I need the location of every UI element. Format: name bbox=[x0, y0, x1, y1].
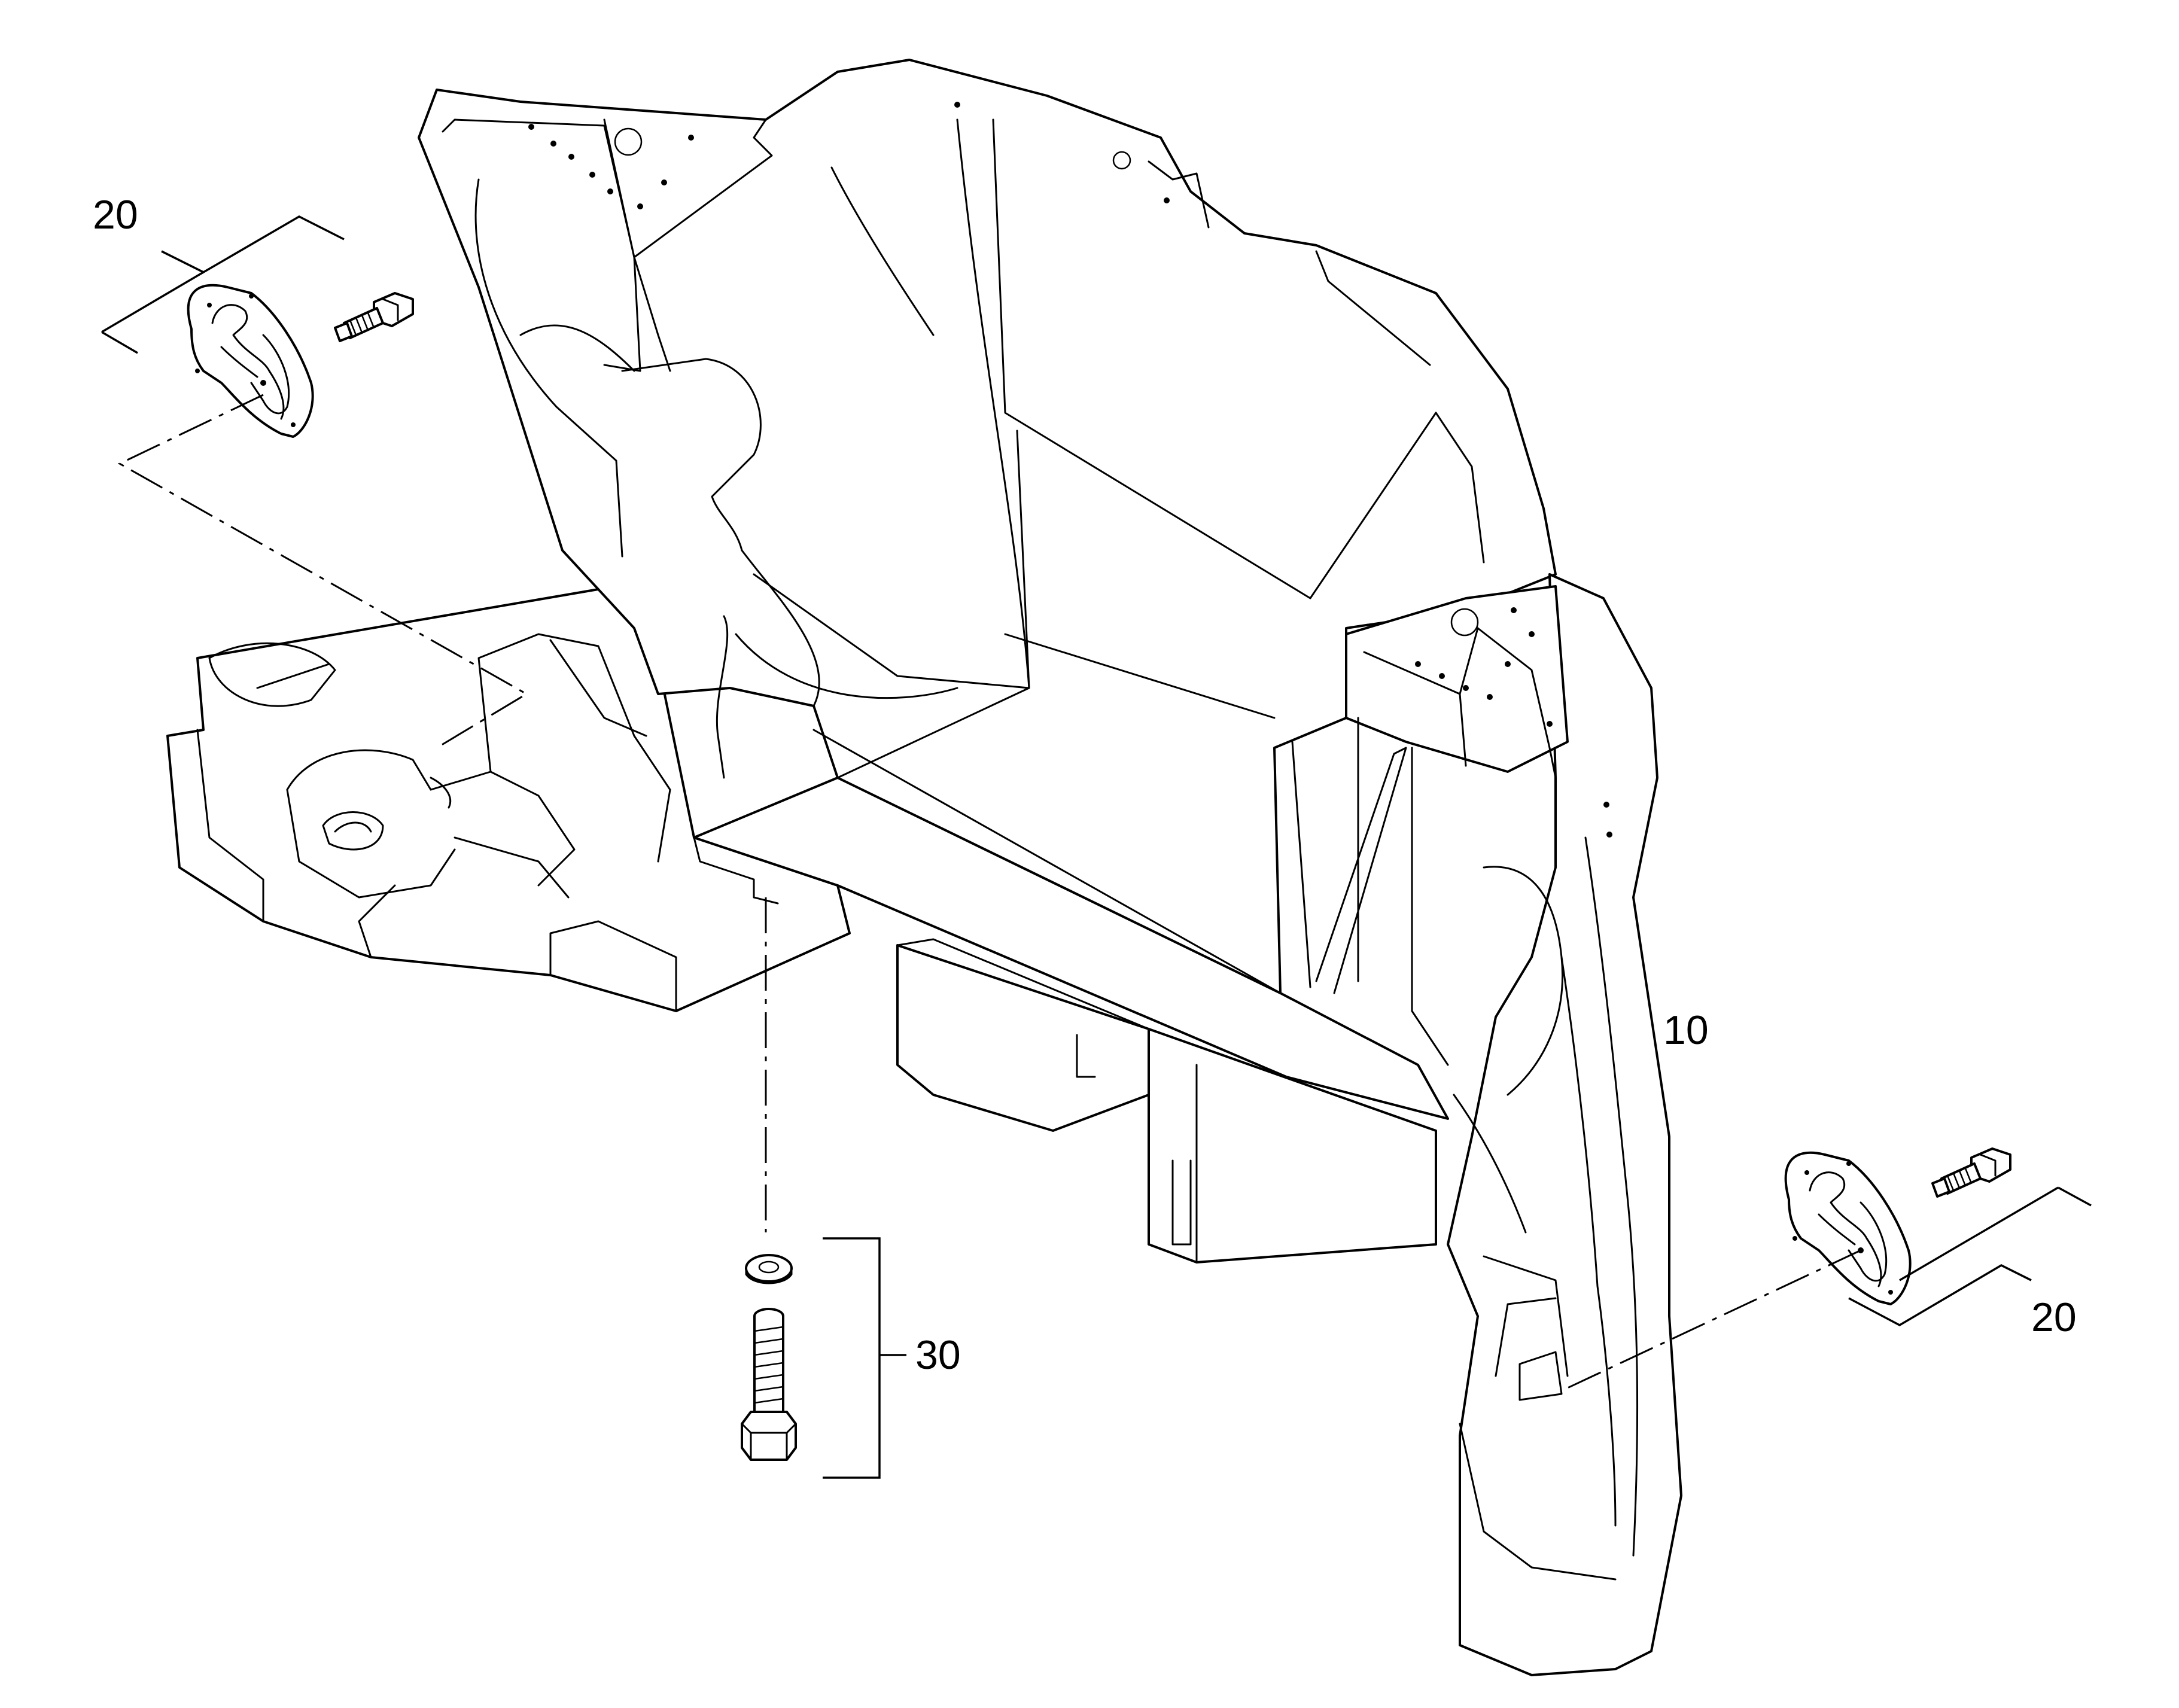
callout-label-20-left: 20 bbox=[93, 192, 138, 238]
callout-30: 30 bbox=[823, 1237, 961, 1479]
callout-20-right: 20 bbox=[1848, 1186, 2092, 1340]
bracket-assembly-right bbox=[1784, 1147, 2011, 1305]
bolt-icon bbox=[741, 1308, 797, 1461]
callout-10: 10 bbox=[1663, 1007, 1709, 1053]
callout-label-10: 10 bbox=[1663, 1007, 1709, 1053]
callout-label-30: 30 bbox=[915, 1332, 961, 1378]
assembly-centerlines bbox=[117, 394, 1861, 1389]
washer-bolt-assembly-part-30 bbox=[741, 1254, 797, 1461]
washer-icon bbox=[745, 1254, 793, 1284]
bolt-icon bbox=[334, 292, 414, 342]
bolt-icon bbox=[1931, 1147, 2011, 1198]
bracket-assembly-left bbox=[187, 284, 414, 438]
callout-label-20-right: 20 bbox=[2031, 1295, 2077, 1340]
callout-20-left: 20 bbox=[93, 192, 345, 354]
counterweight-tank-part-10 bbox=[166, 59, 1682, 1676]
